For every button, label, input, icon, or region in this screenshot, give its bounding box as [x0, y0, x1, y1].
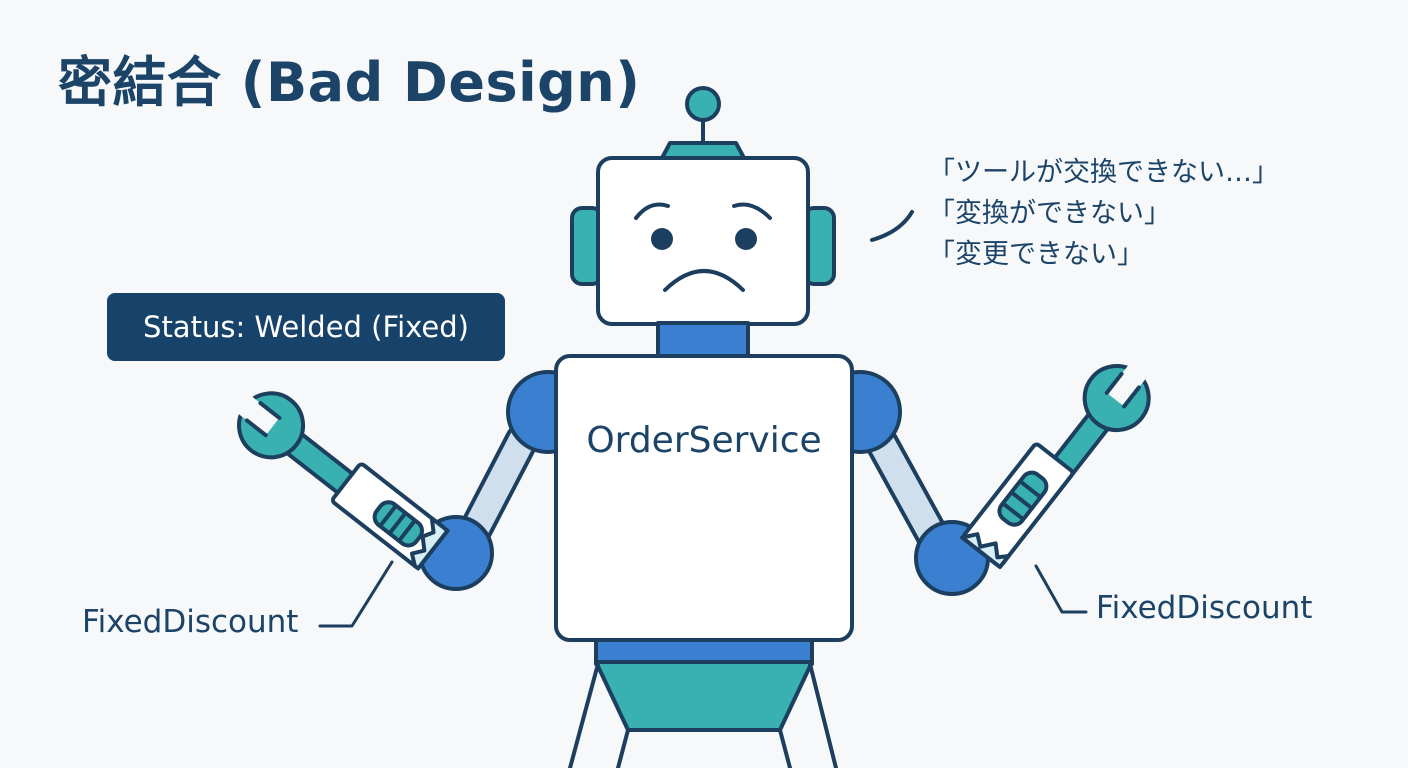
robot-neck	[656, 321, 750, 361]
status-badge: Status: Welded (Fixed)	[107, 293, 505, 361]
robot-body-label: OrderService	[586, 420, 822, 461]
weld-plate-left	[330, 462, 450, 571]
tool-label-right: FixedDiscount	[1096, 590, 1313, 626]
robot-hips	[568, 638, 838, 768]
leader-line-left	[318, 560, 394, 628]
antenna	[660, 86, 746, 160]
speech-line: 「変更できない」	[928, 239, 1144, 270]
tool-label-left: FixedDiscount	[82, 604, 299, 640]
page-title: 密結合 (Bad Design)	[58, 51, 641, 114]
leader-line-right	[1034, 564, 1088, 614]
weld-plate-right	[960, 442, 1075, 570]
speech-line: 「変換ができない」	[928, 198, 1171, 229]
robot-torso	[554, 354, 854, 642]
speech-tick	[870, 210, 914, 242]
status-text: Status: Welded (Fixed)	[143, 310, 469, 344]
sad-face	[634, 202, 772, 292]
speech-line: 「ツールが交換できない…」	[928, 157, 1279, 188]
speech-bubble: 「ツールが交換できない…」 「変換ができない」 「変更できない」	[928, 152, 1279, 275]
robot-head	[596, 156, 810, 326]
